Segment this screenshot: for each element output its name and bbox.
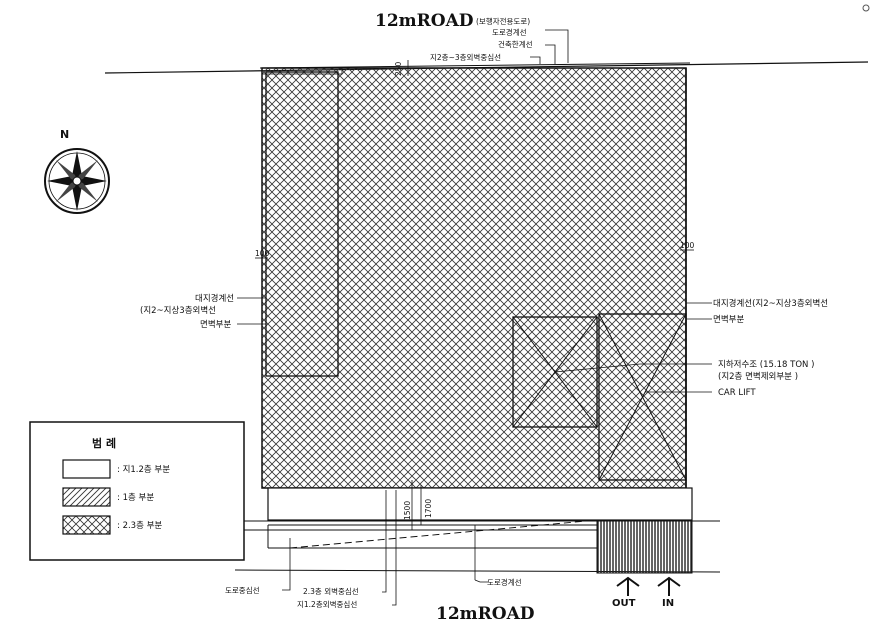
legend-label-0: : 지1.2층 부분 xyxy=(117,465,170,475)
right-label-car-lift: CAR LIFT xyxy=(718,388,756,398)
right-label-wall-part: 면벽부분 xyxy=(713,314,744,325)
leader-road-boundary xyxy=(545,29,569,63)
label-12-wall-center: 지1.2층외벽중심선 xyxy=(297,599,357,609)
leader-building-limit xyxy=(545,44,556,64)
top-label-wall-center: 지2층~3층외벽중심선 xyxy=(430,52,501,62)
ramp-area xyxy=(596,520,693,574)
right-label-boundary: 대지경계선(지2~지상3층외벽선 xyxy=(713,298,828,309)
bottom-dims: 1500 1700 xyxy=(403,480,433,530)
north-label: N xyxy=(60,128,69,141)
lower-zone xyxy=(234,487,721,580)
car-lift xyxy=(598,313,687,481)
bottom-road-title: 12mROAD xyxy=(436,604,535,624)
dim-1700: 1700 xyxy=(424,499,433,518)
legend-swatch-none xyxy=(62,459,111,479)
top-label-road-boundary: 도로경계선 xyxy=(492,27,527,37)
right-label-tank: 지하저수조 (15.18 TON ) xyxy=(718,359,814,370)
right-dim: 100 xyxy=(680,241,695,250)
label-bottom-road-boundary: 도로경계선 xyxy=(487,577,522,587)
compass-icon xyxy=(44,148,110,214)
legend-swatch-single-hatch xyxy=(62,487,111,507)
left-label-boundary: 대지경계선 xyxy=(195,293,234,304)
legend: 범 례 : 지1.2층 부분 : 1층 부분 : 2.3층 부분 xyxy=(29,421,245,561)
road-center-dashed xyxy=(289,519,598,549)
left-label-wall-part: 면벽부분 xyxy=(200,319,231,330)
corner-mark xyxy=(862,4,870,12)
left-dim: 100 xyxy=(255,249,270,258)
out-label: OUT xyxy=(612,598,636,609)
building-crosshatch-area xyxy=(261,67,687,489)
left-label-wall-line: (지2~지상3층외벽선 xyxy=(140,305,216,316)
top-road: 12mROAD (보행자전용도로) 도로경계선 건축한계선 지2층~3층외벽중심… xyxy=(104,11,869,76)
top-road-subtitle: (보행자전용도로) xyxy=(476,16,530,26)
top-road-line-2 xyxy=(259,62,691,69)
in-label: IN xyxy=(662,598,674,609)
right-labels: 100 대지경계선(지2~지상3층외벽선 면벽부분 지하저수조 (15.18 T… xyxy=(554,241,828,398)
building-footprint xyxy=(261,67,687,489)
legend-swatch-cross-hatch xyxy=(62,515,111,535)
label-23-wall-center: 2.3층 외벽중심선 xyxy=(303,586,359,596)
leader-wall-center xyxy=(530,56,541,64)
in-arrow-icon xyxy=(657,576,681,596)
out-arrow-icon xyxy=(616,576,640,596)
bottom-leaders: 도로중심선 2.3층 외벽중심선 지1.2층외벽중심선 도로경계선 xyxy=(225,490,522,609)
left-wing xyxy=(265,71,339,377)
label-road-center: 도로중심선 xyxy=(225,585,260,595)
legend-title: 범 례 xyxy=(92,436,116,450)
top-label-building-limit: 건축한계선 xyxy=(498,39,533,49)
right-label-tank-sub: (지2층 면벽제외부분 ) xyxy=(718,371,798,382)
legend-label-1: : 1층 부분 xyxy=(117,493,154,503)
dim-1500: 1500 xyxy=(403,501,412,520)
left-wing-top-bar xyxy=(261,67,343,75)
legend-label-2: : 2.3층 부분 xyxy=(117,521,162,531)
left-labels: 100 대지경계선 (지2~지상3층외벽선 면벽부분 xyxy=(140,249,270,330)
top-road-title: 12mROAD xyxy=(375,11,474,31)
